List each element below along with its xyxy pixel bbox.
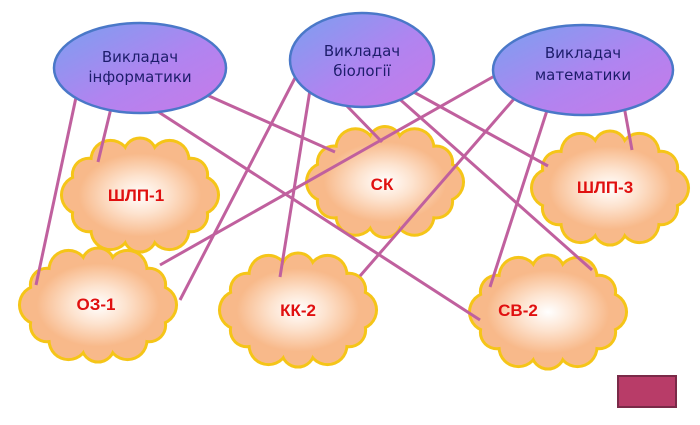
group-label-sv2: СВ-2 xyxy=(498,301,538,320)
teacher-biology[interactable]: Викладач біології xyxy=(288,11,436,109)
teacher-math[interactable]: Викладач математики xyxy=(491,23,675,117)
group-label-sk: СК xyxy=(371,175,394,194)
group-label-shlp3: ШЛП-3 xyxy=(577,178,633,197)
teacher-biology-line2: біології xyxy=(333,62,391,80)
teacher-math-line1: Викладач xyxy=(545,44,621,62)
link-inf-sk xyxy=(199,90,336,154)
nav-button[interactable] xyxy=(617,375,677,408)
cloud-shlp3[interactable] xyxy=(529,129,691,247)
teacher-informatics[interactable]: Викладач інформатики xyxy=(52,21,228,115)
teacher-biology-line1: Викладач xyxy=(324,42,400,60)
link-bio-oz1 xyxy=(178,77,297,301)
link-math-oz1 xyxy=(159,72,499,267)
link-bio-shlp3 xyxy=(409,88,549,168)
teacher-informatics-line2: інформатики xyxy=(88,68,191,86)
cloud-oz1[interactable] xyxy=(17,246,179,364)
link-bio-sk xyxy=(343,102,384,144)
link-math-sv2 xyxy=(488,94,554,288)
group-label-kk2: КК-2 xyxy=(280,301,316,320)
cloud-kk2[interactable] xyxy=(217,251,379,369)
link-inf-oz1 xyxy=(34,87,80,286)
link-math-kk2 xyxy=(358,91,522,277)
link-bio-kk2 xyxy=(278,89,312,278)
teacher-informatics-line1: Викладач xyxy=(102,48,178,66)
cloud-sv2[interactable] xyxy=(467,253,629,371)
link-inf-sv2 xyxy=(139,98,481,322)
teacher-math-line2: математики xyxy=(535,66,631,84)
link-bio-sv2 xyxy=(394,93,593,272)
group-label-oz1: ОЗ-1 xyxy=(77,295,116,314)
group-label-shlp1: ШЛП-1 xyxy=(108,186,164,205)
